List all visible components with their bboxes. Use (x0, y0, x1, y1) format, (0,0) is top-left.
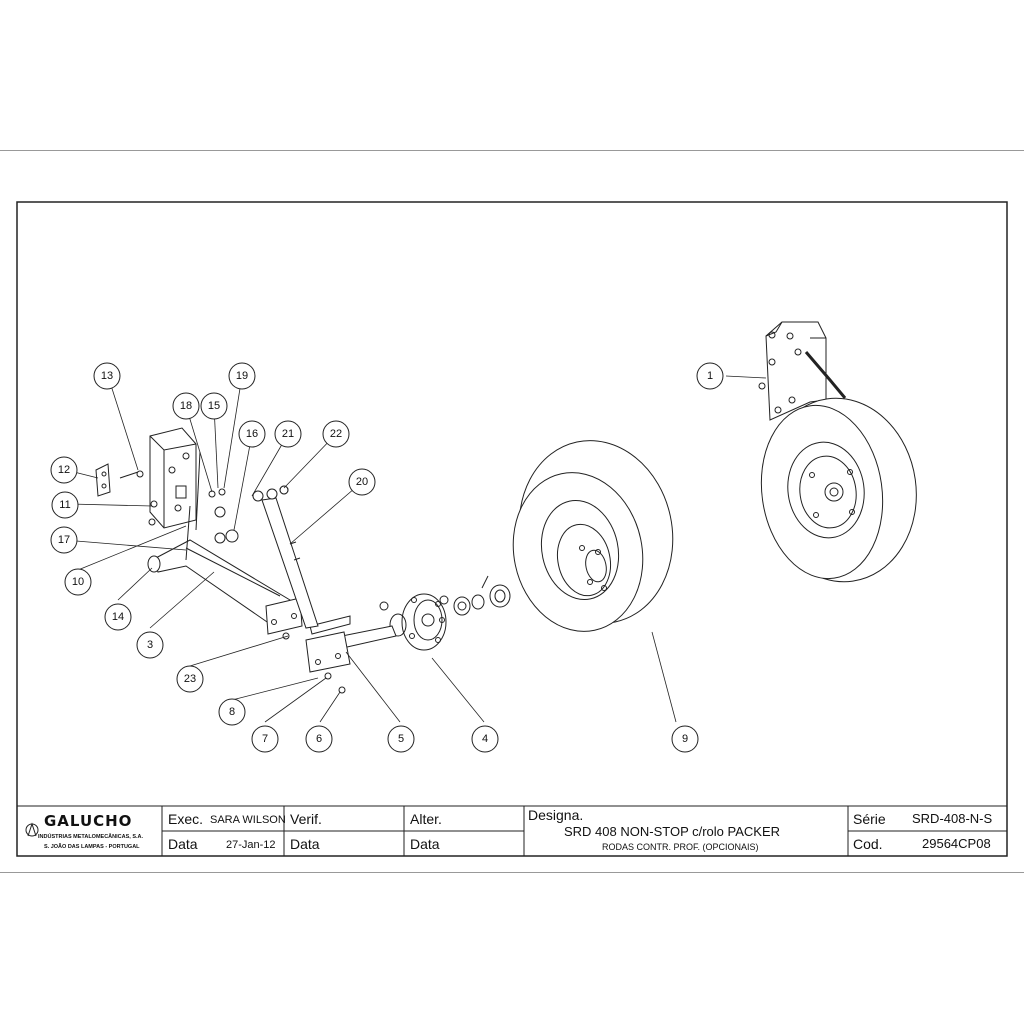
drawing-title: SRD 408 NON-STOP c/rolo PACKER (564, 824, 781, 839)
balloon-circle-10 (64, 568, 92, 596)
part-balloons (50, 362, 724, 753)
balloon-label: 4 (482, 733, 488, 745)
balloon-circle-5 (387, 725, 415, 753)
company-line-1: INDÚSTRIAS METALOMECÂNICAS, S.A. (38, 834, 144, 840)
balloon-labels: 1 3 4 5 6 7 8 9 10 11 12 13 14 15 16 17 … (58, 370, 713, 745)
balloon-circle-4 (471, 725, 499, 753)
company-line-2: S. JOÃO DAS LAMPAS - PORTUGAL (44, 844, 140, 850)
company-logo-name: GALUCHO (44, 812, 133, 830)
balloon-circle-11 (51, 491, 79, 519)
exec-value: SARA WILSON (210, 814, 286, 826)
balloon-circle-23 (176, 665, 204, 693)
balloon-label: 9 (682, 733, 688, 745)
parts-artwork (50, 321, 917, 753)
balloon-label: 15 (208, 400, 220, 412)
balloon-label: 18 (180, 400, 192, 412)
balloon-label: 14 (112, 611, 124, 623)
series-label: Série (853, 811, 886, 827)
alter-date-label: Data (410, 836, 440, 852)
balloon-label: 19 (236, 370, 248, 382)
arm-part-3 (147, 539, 303, 640)
balloon-circle-12 (50, 456, 78, 484)
balloon-label: 12 (58, 464, 70, 476)
verif-date-label: Data (290, 836, 320, 852)
balloon-circle-19 (228, 362, 256, 390)
balloon-label: 23 (184, 673, 196, 685)
balloon-circle-15 (200, 392, 228, 420)
balloon-circle-22 (322, 420, 350, 448)
title-block-grid (16, 805, 1008, 857)
balloon-label: 13 (101, 370, 113, 382)
series-value: SRD-408-N-S (912, 811, 993, 826)
drawing-subtitle: RODAS CONTR. PROF. (OPCIONAIS) (602, 842, 759, 852)
balloon-label: 17 (58, 534, 70, 546)
balloon-circle-13 (93, 362, 121, 390)
balloon-circle-6 (305, 725, 333, 753)
balloon-circle-17 (50, 526, 78, 554)
balloon-circle-1 (696, 362, 724, 390)
axle-part-5 (305, 615, 397, 694)
balloon-label: 21 (282, 428, 294, 440)
balloon-label: 16 (246, 428, 258, 440)
balloon-circle-7 (251, 725, 279, 753)
company-logo-mark (25, 822, 39, 837)
assembled-wheel-unit (758, 321, 917, 583)
balloon-circle-21 (274, 420, 302, 448)
balloon-circle-3 (136, 631, 164, 659)
balloon-circle-20 (348, 468, 376, 496)
sheet-bottom-edge (0, 872, 1024, 873)
balloon-label: 22 (330, 428, 342, 440)
exec-label: Exec. (168, 811, 204, 827)
balloon-label: 10 (72, 576, 84, 588)
code-value: 29564CP08 (922, 836, 991, 851)
balloon-circle-8 (218, 698, 246, 726)
balloon-circle-14 (104, 603, 132, 631)
balloon-circle-18 (172, 392, 200, 420)
sheet-top-edge (0, 150, 1024, 151)
balloon-label: 20 (356, 476, 368, 488)
designation-label: Designa. (528, 807, 584, 823)
alter-label: Alter. (410, 811, 442, 827)
balloon-label: 8 (229, 706, 235, 718)
balloon-label: 3 (147, 639, 153, 651)
balloon-circle-9 (671, 725, 699, 753)
balloon-label: 6 (316, 733, 322, 745)
exec-date-value: 27-Jan-12 (226, 839, 276, 851)
balloon-label: 5 (398, 733, 404, 745)
code-label: Cod. (853, 836, 883, 852)
plate-part-12 (95, 463, 289, 544)
balloon-label: 1 (707, 370, 713, 382)
bracket-part-11 (148, 427, 201, 561)
hub-part-4 (379, 575, 511, 651)
rod-part-20 (252, 485, 319, 629)
balloon-label: 11 (59, 499, 70, 511)
balloon-circle-16 (238, 420, 266, 448)
tyre-part-9 (512, 440, 674, 632)
balloon-label: 7 (262, 733, 268, 745)
verif-label: Verif. (290, 811, 322, 827)
exec-date-label: Data (168, 836, 198, 852)
